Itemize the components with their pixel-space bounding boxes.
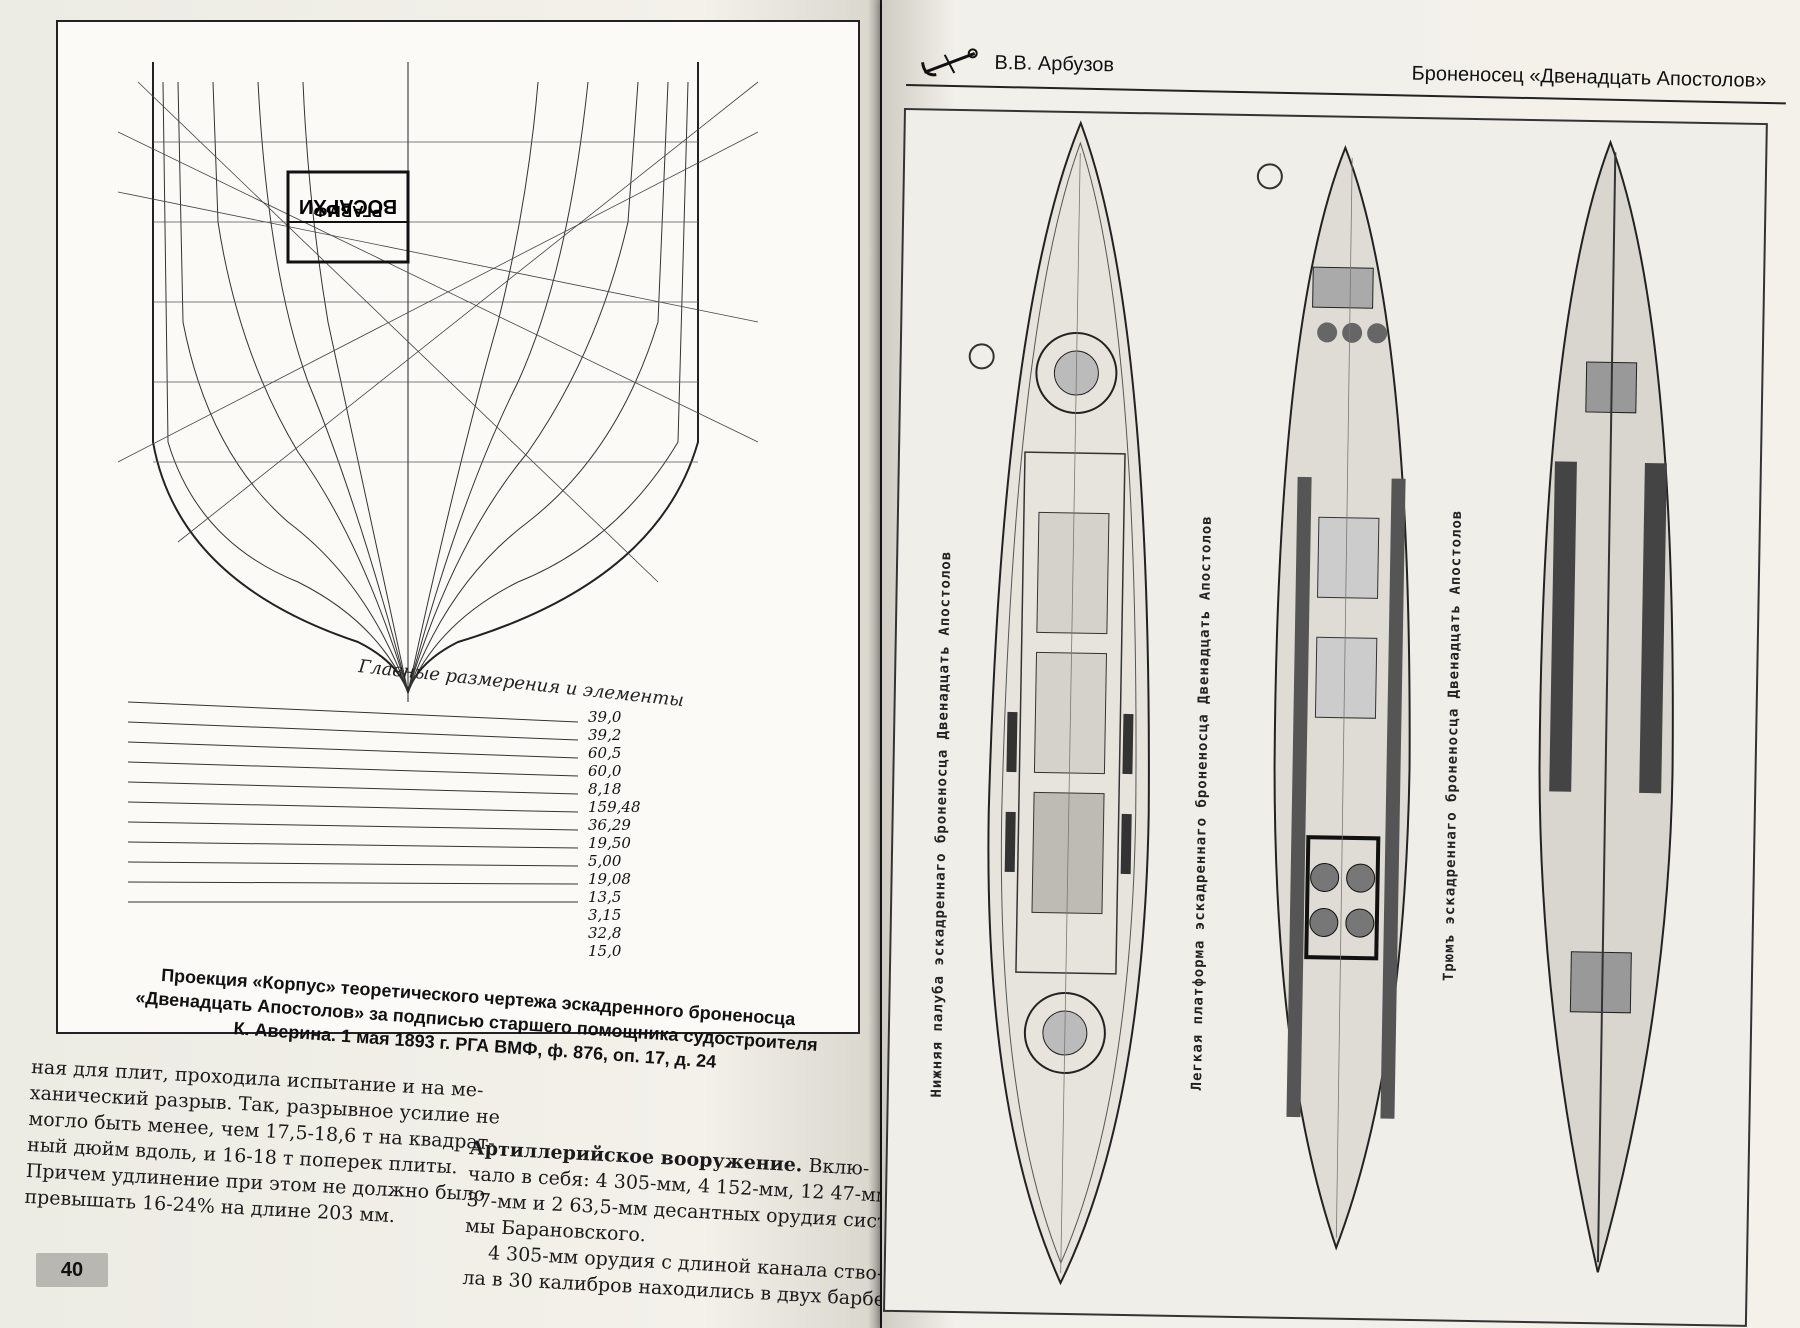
lower-deck-plan — [968, 120, 1150, 1286]
dimension-value: 5,00 — [588, 852, 622, 870]
dimension-value: 60,5 — [588, 744, 621, 762]
header-title: Броненосец «Двенадцать Апостолов» — [1411, 62, 1767, 93]
dimension-value: 3,15 — [588, 906, 621, 924]
dimension-value: 19,08 — [588, 870, 631, 888]
hull-lines-svg: ВОСАРХИ РГАВМФ Главные размерения и элем… — [117, 62, 759, 960]
hold-plan — [1538, 139, 1674, 1273]
archive-stamp-line2: РГАВМФ — [313, 202, 382, 219]
deck-plans-frame: Нижняя палуба эскадреннаго броненосца Дв… — [882, 108, 1768, 1327]
text-column-1: ная для плит, проходила испытание и на м… — [24, 1054, 501, 1232]
anchor-icon — [921, 48, 978, 77]
dimension-value: 8,18 — [588, 780, 621, 798]
dimension-value: 19,50 — [588, 834, 631, 852]
right-page: В.В. Арбузов Броненосец «Двенадцать Апос… — [882, 0, 1800, 1328]
dimension-value: 159,48 — [588, 798, 641, 816]
page-number: 40 — [36, 1253, 108, 1287]
dimension-value: 39,0 — [588, 708, 622, 726]
dimension-value: 13,5 — [588, 888, 621, 906]
dimension-value: 15,0 — [588, 942, 622, 960]
deck-plans-svg — [968, 120, 1674, 1286]
running-header: В.В. Арбузов Броненосец «Двенадцать Апос… — [906, 40, 1787, 105]
text-column-2: Артиллерийское вооружение. Вклю- чало в … — [462, 1135, 880, 1312]
platform-deck-plan — [1256, 144, 1411, 1251]
left-page: ВОСАРХИ РГАВМФ Главные размерения и элем… — [0, 0, 880, 1328]
dimension-value: 39,2 — [588, 726, 621, 744]
archive-stamp-line1: ВОСАРХИ — [299, 195, 397, 217]
header-author: В.В. Арбузов — [994, 51, 1115, 77]
dimension-value: 32,8 — [588, 924, 621, 942]
hull-body-plan-drawing: ВОСАРХИ РГАВМФ Главные размерения и элем… — [56, 20, 860, 1034]
dimension-value: 36,29 — [588, 816, 631, 834]
dimension-value: 60,0 — [588, 762, 622, 780]
heading-continuation: Вклю- — [801, 1154, 870, 1180]
